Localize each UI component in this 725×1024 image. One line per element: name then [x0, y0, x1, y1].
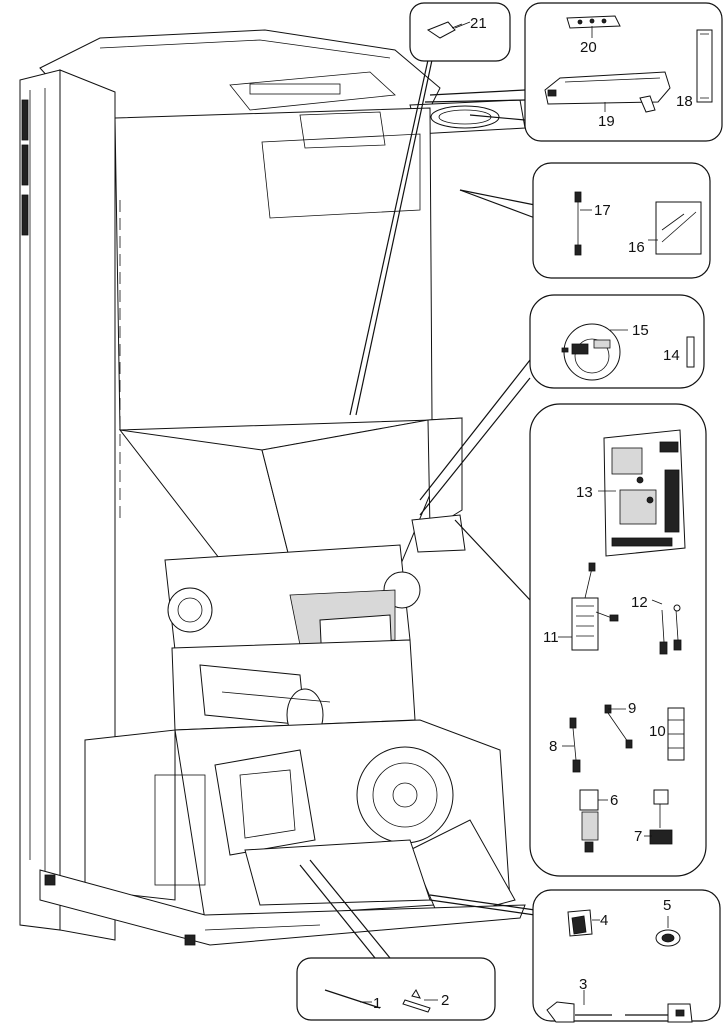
callout-1: 1: [373, 995, 381, 1012]
callout-12: 12: [631, 594, 648, 611]
circuit-board-icon: [603, 429, 686, 557]
keypad-strip-icon: [566, 15, 621, 29]
auger-drum: [164, 544, 421, 665]
wiring-harness-11-icon: [571, 562, 619, 651]
callout-box-3-4-5: 4 5 3: [532, 889, 721, 1023]
callout-box-16-17: 17 16: [532, 162, 711, 279]
callout-box-6-13: 13 11 12 9: [529, 403, 707, 877]
pressure-switch-icon: [561, 323, 621, 381]
callout-8: 8: [549, 738, 557, 755]
boiler-assembly: [19, 29, 526, 946]
connector-7-icon: [649, 789, 673, 845]
connector-6-icon: [579, 789, 599, 853]
callout-13: 13: [576, 484, 593, 501]
rod-1-icon: [324, 989, 381, 1009]
callout-21: 21: [470, 15, 487, 32]
callout-20: 20: [580, 39, 597, 56]
callout-box-14-15: 15 14: [529, 294, 705, 389]
callout-3: 3: [579, 976, 587, 993]
control-panel-icon: [544, 71, 671, 113]
callout-10: 10: [649, 723, 666, 740]
callout-17: 17: [594, 202, 611, 219]
cable-icon: [574, 191, 582, 256]
callout-4: 4: [600, 912, 608, 929]
callout-6: 6: [610, 792, 618, 809]
callout-11: 11: [543, 629, 559, 646]
callout-16: 16: [628, 239, 645, 256]
callout-box-21: 21: [409, 2, 511, 62]
harness-10-icon: [667, 707, 685, 761]
power-cable-3-icon: [546, 1001, 693, 1023]
leader-lines: [299, 59, 536, 959]
sensor-rod-icon: [686, 336, 695, 368]
grommet-5-icon: [655, 929, 681, 947]
sleeve-4-icon: [567, 909, 593, 937]
right-flue-ring: [409, 99, 526, 135]
callout-5: 5: [663, 897, 671, 914]
sensor-cable-8-icon: [569, 717, 581, 773]
callout-2: 2: [441, 992, 449, 1009]
callout-18: 18: [676, 93, 693, 110]
side-strip-icon: [696, 29, 713, 103]
callout-box-18-19-20: 20 19 18: [524, 2, 723, 142]
module-card-icon: [655, 201, 702, 255]
callout-7: 7: [634, 828, 642, 845]
callout-box-1-2: 1 2: [296, 957, 496, 1021]
clip-2-icon: [402, 989, 431, 1013]
cable-pair-12-icon: [659, 604, 682, 655]
clip-icon: [426, 21, 463, 39]
callout-15: 15: [632, 322, 649, 339]
callout-9: 9: [628, 700, 636, 717]
callout-14: 14: [663, 347, 680, 364]
callout-19: 19: [598, 113, 615, 130]
fan-housing: [214, 746, 454, 856]
